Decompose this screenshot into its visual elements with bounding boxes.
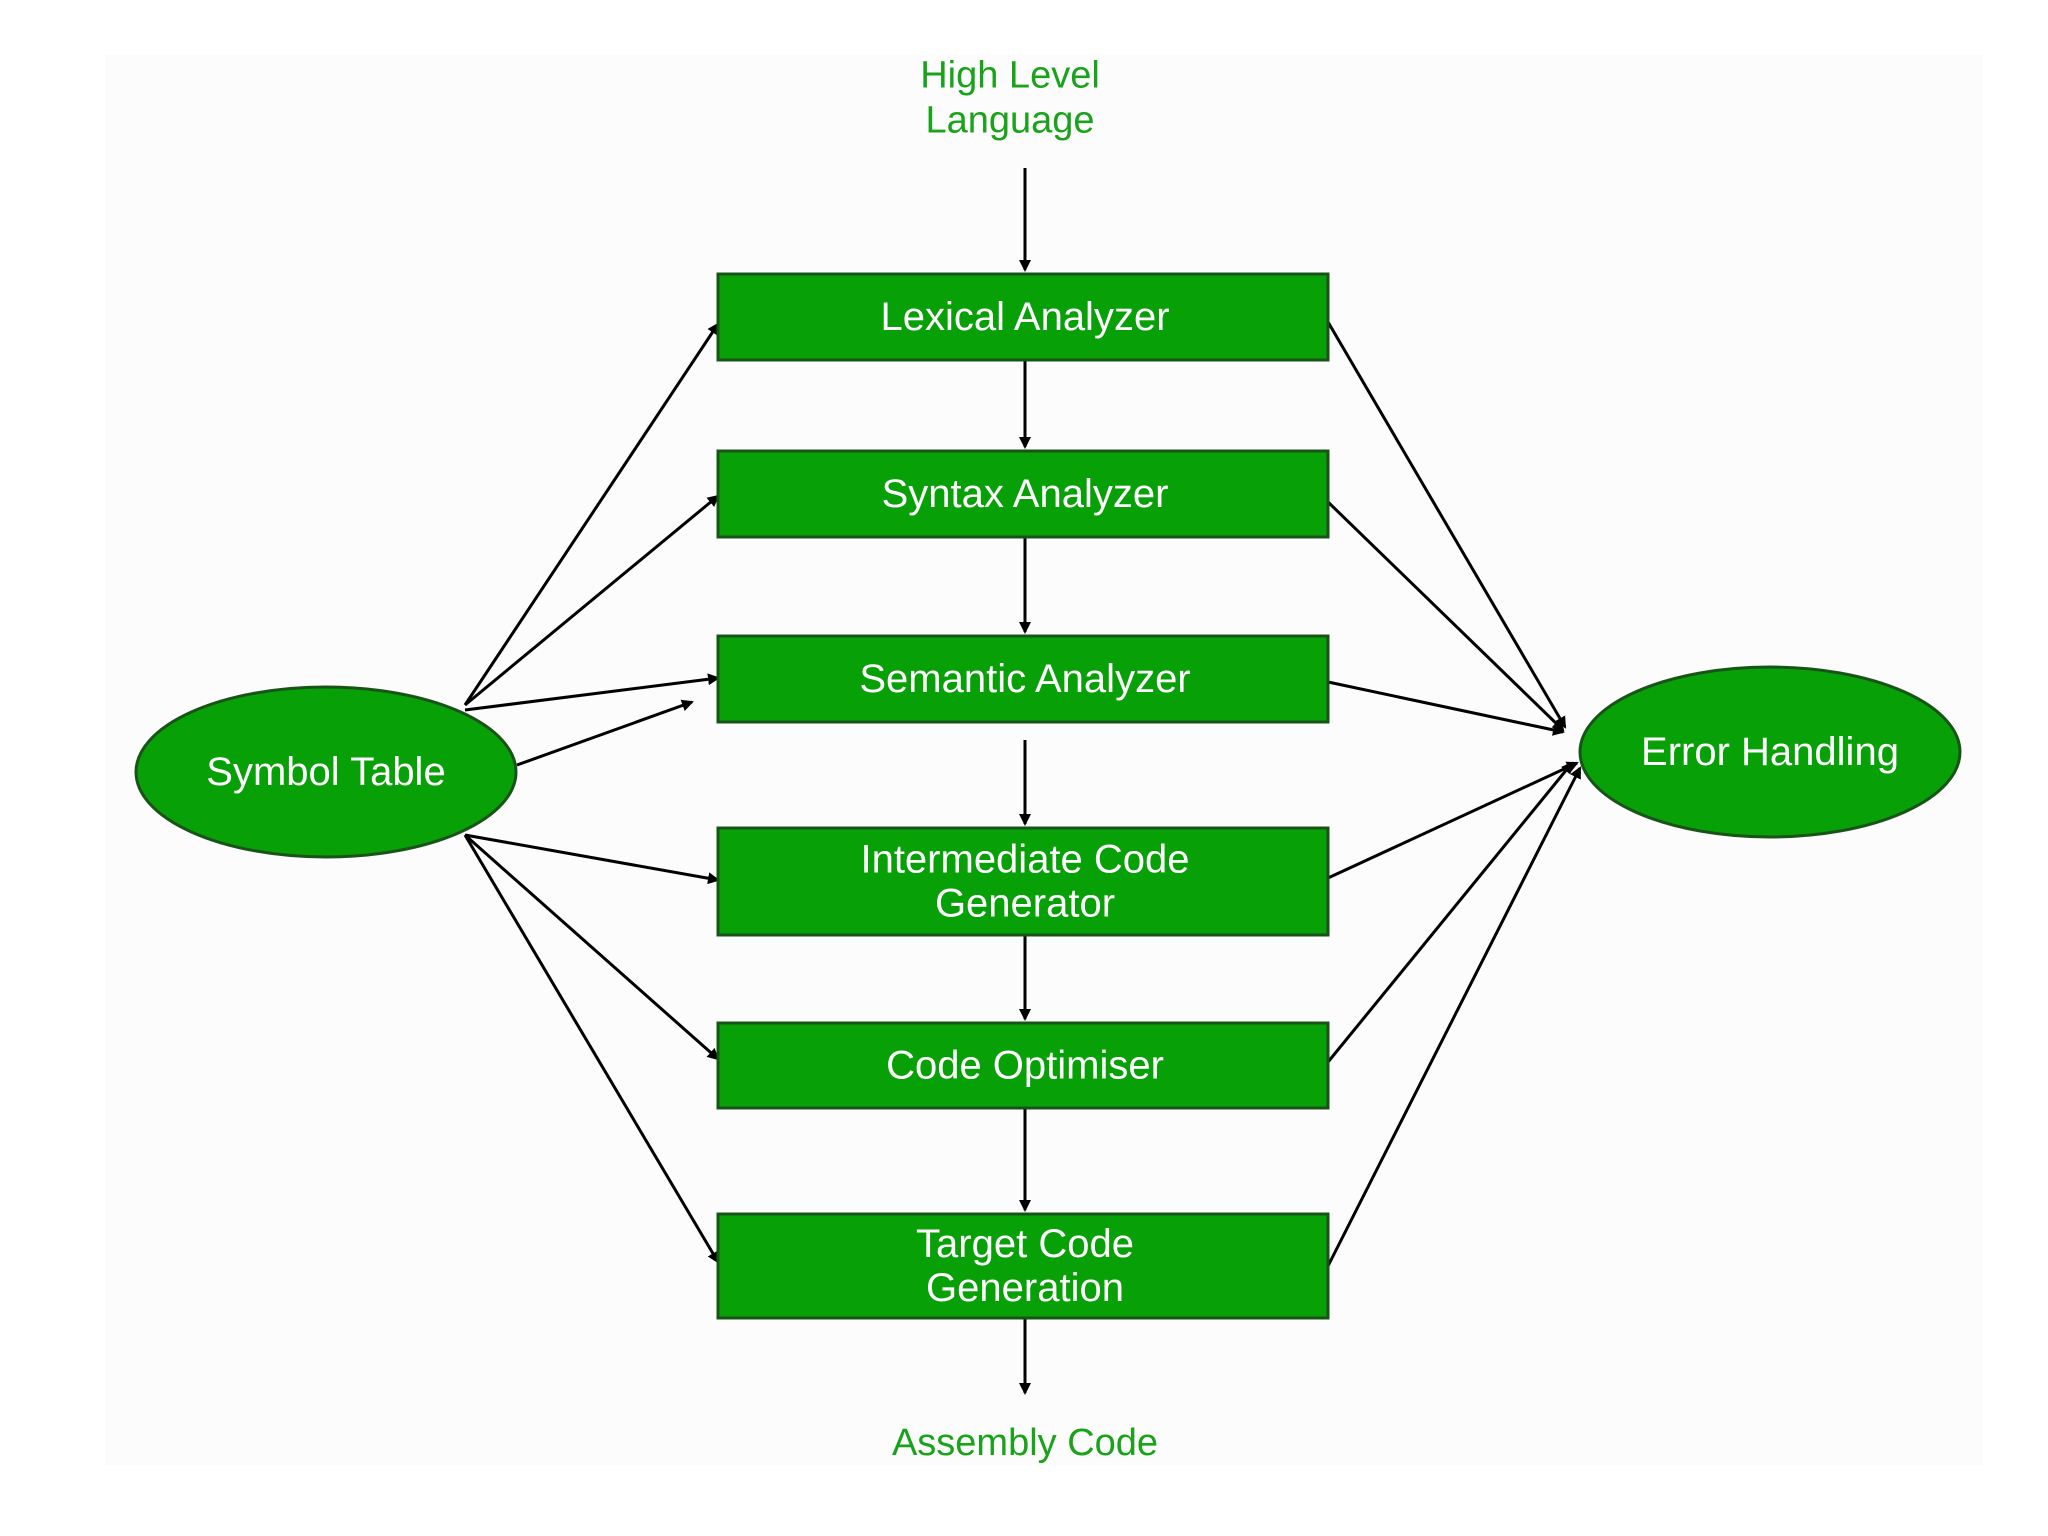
optimiser-to-error-handling-arrow <box>1326 761 1574 1063</box>
optimiser-phase-box <box>716 1021 1330 1110</box>
semantic-phase-box <box>716 634 1330 724</box>
symbol-table-to-target-arrow <box>463 834 720 1264</box>
error-handling-ellipse <box>1578 665 1962 839</box>
syntax-phase-label: Syntax Analyzer <box>882 472 1169 516</box>
symbol-table-to-semantic-arrow-2 <box>516 699 694 767</box>
lexical-to-error-handling-arrow <box>1326 321 1567 729</box>
target-phase-label-line-1: Target Code <box>916 1222 1134 1266</box>
error-handling-label: Error Handling <box>1641 730 1899 774</box>
optimiser-phase-node: Code Optimiser <box>716 1021 1330 1110</box>
input-label-line-2: Language <box>925 100 1094 142</box>
lexical-phase-label: Lexical Analyzer <box>880 295 1169 339</box>
semantic-phase-label: Semantic Analyzer <box>859 657 1190 701</box>
syntax-phase-node: Syntax Analyzer <box>716 449 1330 539</box>
lexical-phase-node: Lexical Analyzer <box>716 272 1330 362</box>
symbol-table-ellipse <box>134 685 518 859</box>
edges-layer <box>463 168 1582 1395</box>
symbol-table-to-optimiser-arrow <box>464 833 720 1061</box>
syntax-to-error-handling-arrow <box>1326 500 1565 732</box>
intermediate-phase-box <box>716 826 1330 937</box>
symbol-table-node: Symbol Table <box>134 685 518 859</box>
target-phase-label-line-2: Generation <box>926 1266 1124 1310</box>
symbol-table-to-intermediate-arrow <box>464 833 720 885</box>
semantic-phase-node: Semantic Analyzer <box>716 634 1330 724</box>
output-label: Assembly Code <box>892 1422 1158 1464</box>
intermediate-to-error-handling-arrow <box>1327 761 1579 880</box>
error-handling-node: Error Handling <box>1578 665 1962 839</box>
symbol-table-label: Symbol Table <box>206 750 445 794</box>
lexical-phase-box <box>716 272 1330 362</box>
input-label-line-1: High Level <box>920 55 1100 97</box>
symbol-table-to-lexical-arrow <box>463 322 720 706</box>
symbol-table-to-semantic-arrow <box>464 673 720 712</box>
target-phase-box <box>716 1212 1330 1320</box>
intermediate-phase-label-line-2: Generator <box>935 882 1115 926</box>
target-to-error-handling-arrow <box>1326 766 1582 1267</box>
symbol-table-to-syntax-arrow <box>464 494 720 707</box>
optimiser-phase-label: Code Optimiser <box>886 1044 1164 1088</box>
intermediate-phase-label-line-1: Intermediate Code <box>860 838 1189 882</box>
syntax-phase-box <box>716 449 1330 539</box>
semantic-to-error-handling-arrow <box>1327 680 1565 736</box>
